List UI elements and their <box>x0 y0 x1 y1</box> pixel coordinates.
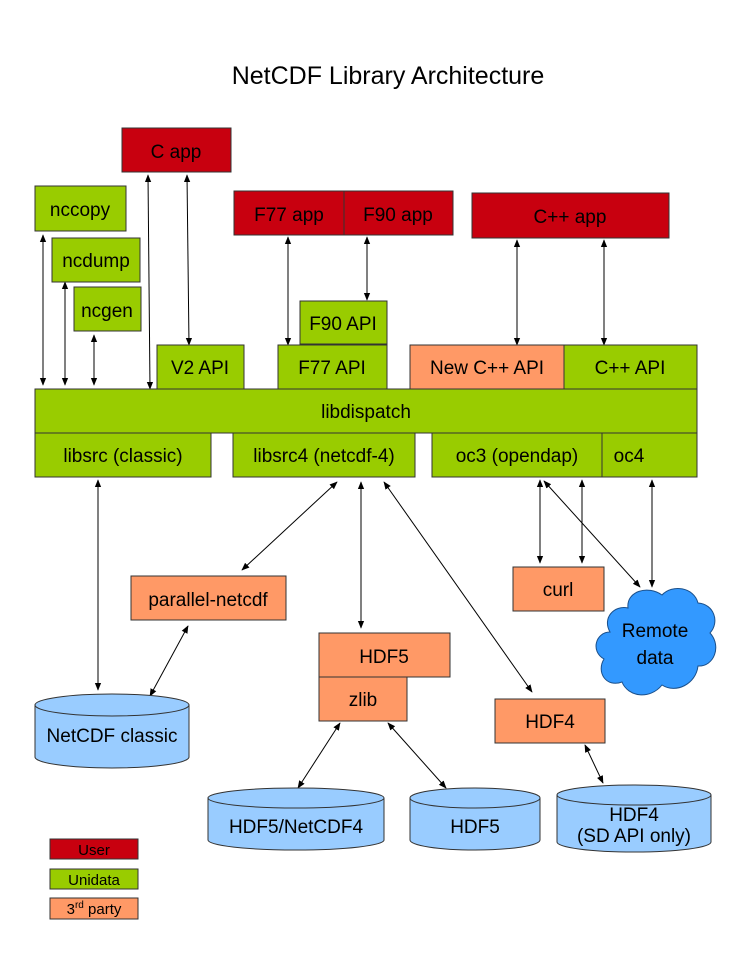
remote-data-label-line1: Remote <box>622 621 689 642</box>
database-icon <box>34 705 190 769</box>
cpp-app-label: C++ app <box>534 207 607 228</box>
netcdf-classic-storage: NetCDF classic <box>34 693 190 769</box>
legend-unidata-label: Unidata <box>68 872 120 889</box>
libdispatch-node: libdispatch <box>34 388 698 434</box>
libdispatch-label: libdispatch <box>321 402 411 423</box>
nccopy-node: nccopy <box>34 185 127 232</box>
edges <box>39 174 656 789</box>
netcdf-classic-label: NetCDF classic <box>47 726 178 747</box>
hdf4-file-storage: HDF4 (SD API only) <box>556 784 712 853</box>
edge-c-app-v2-api <box>183 174 193 346</box>
oc3-label: oc3 (opendap) <box>456 446 579 467</box>
f90-app-node: F90 app <box>343 190 454 236</box>
nccopy-label: nccopy <box>50 200 111 221</box>
libsrc4-node: libsrc4 (netcdf-4) <box>232 432 416 478</box>
hdf5-file-storage: HDF5 <box>409 787 541 851</box>
remote-data-label-line2: data <box>637 648 674 669</box>
oc3-node: oc3 (opendap) <box>431 432 603 478</box>
oc4-label: oc4 <box>614 446 645 467</box>
edge-c-app-libdispatch <box>144 174 154 390</box>
hdf4-file-label-line1: HDF4 <box>609 805 659 826</box>
f90-api-label: F90 API <box>309 314 377 335</box>
cpp-api-node: C++ API <box>563 344 698 390</box>
parallel-netcdf-node: parallel-netcdf <box>130 575 287 621</box>
legend-item-unidata: Unidata <box>49 868 139 890</box>
f77-app-label: F77 app <box>254 205 324 226</box>
cloud-icon <box>595 587 717 696</box>
hdf5-lib-node: HDF5 <box>318 632 451 678</box>
edge-zlib-hdf5-file <box>387 722 447 789</box>
cpp-app-node: C++ app <box>471 192 670 239</box>
f77-app-node: F77 app <box>233 190 345 236</box>
new-cpp-api-node: New C++ API <box>409 344 565 390</box>
parallel-netcdf-label: parallel-netcdf <box>148 590 268 611</box>
edge-hdf4-lib-hdf4-file <box>584 744 604 784</box>
hdf5-netcdf4-storage: HDF5/NetCDF4 <box>207 787 385 851</box>
ncgen-node: ncgen <box>73 286 142 332</box>
remote-data-cloud: Remote data <box>595 587 717 696</box>
edge-libsrc4-parallel-netcdf <box>241 481 338 571</box>
legend-item-third-party: 3rd party <box>49 897 139 920</box>
libsrc-node: libsrc (classic) <box>34 432 212 478</box>
database-icon <box>409 798 541 851</box>
libsrc4-label: libsrc4 (netcdf-4) <box>253 446 395 467</box>
f77-api-label: F77 API <box>298 358 366 379</box>
legend-user-label: User <box>78 842 110 859</box>
f90-app-label: F90 app <box>363 205 433 226</box>
c-app-node: C app <box>121 127 232 173</box>
libsrc-label: libsrc (classic) <box>63 446 182 467</box>
edge-libsrc4-hdf4 <box>383 481 533 693</box>
oc4-node: oc4 <box>601 432 698 478</box>
edge-parallel-netcdf-netcdf-classic <box>149 625 189 697</box>
v2-api-label: V2 API <box>171 358 229 379</box>
f77-api-node: F77 API <box>277 344 388 390</box>
legend-third-party-suffix: party <box>84 901 122 918</box>
legend-third-party-prefix: 3 <box>67 901 75 918</box>
legend-third-party-sup: rd <box>75 900 84 911</box>
legend-third-party-label: 3rd party <box>67 900 122 918</box>
curl-node: curl <box>512 566 605 612</box>
legend: User Unidata 3rd party <box>49 838 139 920</box>
c-app-label: C app <box>151 142 202 163</box>
hdf4-lib-node: HDF4 <box>494 698 606 744</box>
zlib-node: zlib <box>318 676 408 722</box>
hdf5-netcdf4-label: HDF5/NetCDF4 <box>229 817 364 838</box>
database-icon <box>556 795 712 853</box>
zlib-label: zlib <box>349 690 378 711</box>
cpp-api-label: C++ API <box>595 358 666 379</box>
database-icon <box>207 798 385 851</box>
f90-api-node: F90 API <box>299 300 388 345</box>
ncdump-label: ncdump <box>62 251 130 272</box>
new-cpp-api-label: New C++ API <box>430 358 544 379</box>
hdf5-file-label: HDF5 <box>450 817 500 838</box>
edge-oc3-remote-data <box>543 480 641 588</box>
v2-api-node: V2 API <box>156 344 245 390</box>
hdf4-file-label-line2: (SD API only) <box>577 826 691 847</box>
edge-zlib-hdf5-netcdf4 <box>297 722 341 789</box>
ncdump-node: ncdump <box>51 237 141 283</box>
legend-item-user: User <box>49 838 139 860</box>
ncgen-label: ncgen <box>81 301 133 322</box>
curl-label: curl <box>543 580 574 601</box>
diagram-title: NetCDF Library Architecture <box>232 62 545 90</box>
hdf4-lib-label: HDF4 <box>525 712 575 733</box>
hdf5-lib-label: HDF5 <box>359 647 409 668</box>
